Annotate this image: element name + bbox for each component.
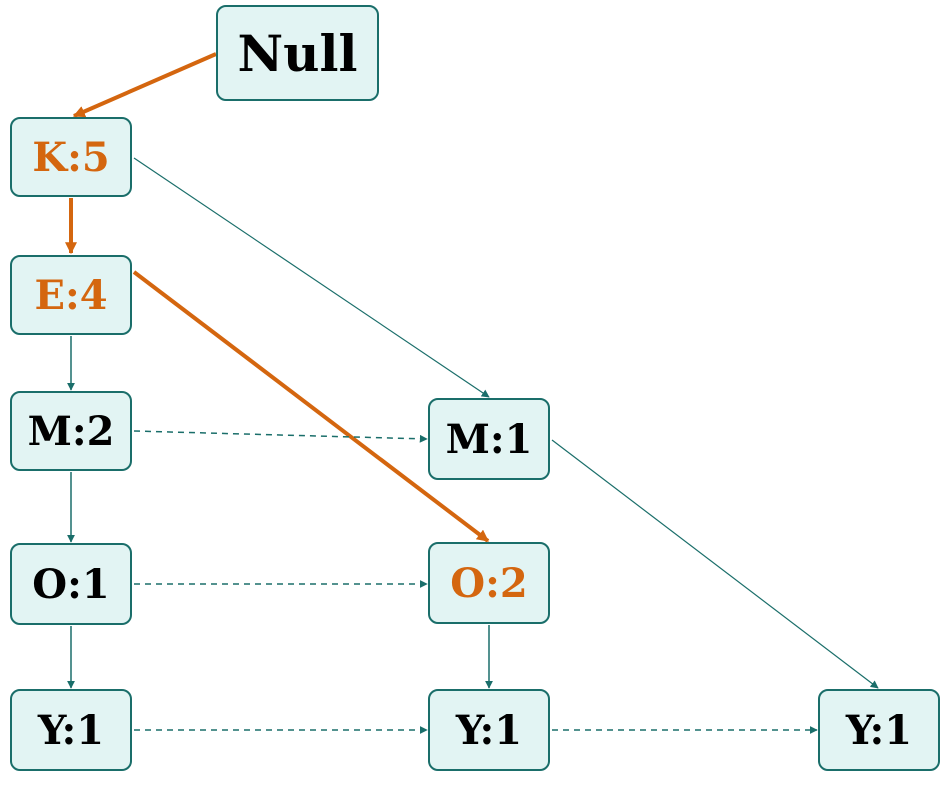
node-y1-left: Y:1: [10, 689, 132, 771]
edge-m1-to-y1-right: [551, 439, 879, 689]
edge-k5-to-m1: [133, 157, 490, 398]
node-y1-right: Y:1: [818, 689, 940, 771]
edge-null-to-k5: [72, 52, 217, 118]
node-y1-middle: Y:1: [428, 689, 550, 771]
node-m2: M:2: [10, 391, 132, 471]
node-e4: E:4: [10, 255, 132, 335]
link-m2-to-m1: [133, 430, 428, 443]
edge-e4-to-o2: [132, 270, 490, 543]
node-o1: O:1: [10, 543, 132, 625]
node-o2: O:2: [428, 542, 550, 624]
node-m1: M:1: [428, 398, 550, 480]
node-k5: K:5: [10, 117, 132, 197]
node-null-root: Null: [216, 5, 379, 101]
